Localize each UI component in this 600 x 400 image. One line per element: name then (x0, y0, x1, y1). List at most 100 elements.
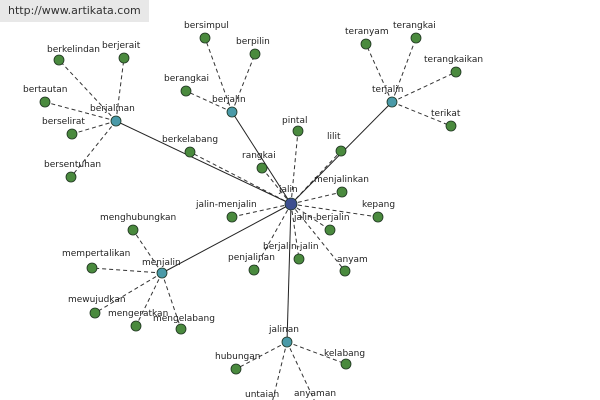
node-anyam[interactable] (339, 265, 351, 277)
label-teranyam[interactable]: teranyam (345, 27, 389, 37)
label-anyam[interactable]: anyam (337, 255, 368, 265)
node-kelabang[interactable] (340, 358, 352, 370)
node-terangkai[interactable] (410, 32, 422, 44)
edge-jalinan-kelabang (286, 341, 347, 365)
node-berjalin_jalin[interactable] (293, 253, 305, 265)
edge-jalin-jalinan (286, 203, 292, 343)
node-bersentuhan[interactable] (65, 171, 77, 183)
node-pintal[interactable] (292, 125, 304, 137)
node-mempertalikan[interactable] (86, 262, 98, 274)
label-berpilin[interactable]: berpilin (236, 37, 270, 47)
label-mengelabang[interactable]: mengelabang (153, 314, 215, 324)
node-lilit[interactable] (335, 145, 347, 157)
label-hubungan[interactable]: hubungan (215, 352, 260, 362)
node-menjalinkan[interactable] (336, 186, 348, 198)
edge-jalin-menjalinkan (290, 191, 343, 205)
edge-jalin-penjalinan (253, 203, 292, 271)
label-berkelindan[interactable]: berkelindan (47, 45, 100, 55)
label-berkelabang[interactable]: berkelabang (162, 135, 218, 145)
label-lilit[interactable]: lilit (327, 132, 341, 142)
edge-berjalin-bersimpul (204, 37, 233, 113)
label-jalin[interactable]: jalin (278, 185, 298, 195)
edge-jalin-berjalin_jalin (290, 203, 300, 260)
label-terjalin[interactable]: terjalin (372, 85, 404, 95)
edge-terjalin-teranyam (365, 43, 393, 103)
label-kelabang[interactable]: kelabang (324, 349, 365, 359)
label-anyaman[interactable]: anyaman (294, 389, 336, 399)
label-bertautan[interactable]: bertautan (23, 85, 67, 95)
node-terangkaikan[interactable] (450, 66, 462, 78)
node-mengelabang[interactable] (175, 323, 187, 335)
label-terikat[interactable]: terikat (431, 109, 461, 119)
edge-jalin-anyam (290, 203, 346, 272)
edge-jalin-lilit (290, 150, 342, 205)
edge-menjalin-mempertalikan (91, 267, 163, 274)
edge-berjalinan-bertautan (44, 101, 117, 122)
edge-terjalin-terangkaikan (391, 71, 457, 103)
node-hubungan[interactable] (230, 363, 242, 375)
edge-berjalin-berangkai (185, 90, 233, 113)
node-berkelabang[interactable] (184, 146, 196, 158)
edge-jalin-jalin_berjalin (290, 203, 331, 231)
label-rangkai[interactable]: rangkai (242, 151, 276, 161)
edge-menjalin-menghubungkan (132, 229, 163, 274)
node-rangkai[interactable] (256, 162, 268, 174)
label-bersimpul[interactable]: bersimpul (184, 21, 229, 31)
label-mempertalikan[interactable]: mempertalikan (62, 249, 130, 259)
edge-jalinan-hubungan (235, 341, 288, 370)
label-terangkaikan[interactable]: terangkaikan (424, 55, 483, 65)
label-berselirat[interactable]: berselirat (42, 117, 85, 127)
node-berjalin[interactable] (226, 106, 238, 118)
label-jalin_menjalin[interactable]: jalin-menjalin (195, 200, 257, 210)
edge-terjalin-terikat (391, 101, 452, 127)
label-jalinan[interactable]: jalinan (268, 325, 299, 335)
node-menghubungkan[interactable] (127, 224, 139, 236)
label-berjalinan[interactable]: berjalinan (90, 104, 135, 114)
node-mengeratkan[interactable] (130, 320, 142, 332)
label-menjalinkan[interactable]: menjalinkan (314, 175, 369, 185)
node-mewujudkan[interactable] (89, 307, 101, 319)
edge-jalinan-anyaman (286, 341, 315, 400)
node-jalinan[interactable] (281, 336, 293, 348)
node-jalin[interactable] (284, 197, 298, 211)
node-berjerait[interactable] (118, 52, 130, 64)
edge-berjalin-berpilin (231, 53, 256, 113)
label-berjalin_jalin[interactable]: berjalin-jalin (263, 242, 319, 252)
node-terikat[interactable] (445, 120, 457, 132)
label-mewujudkan[interactable]: mewujudkan (68, 295, 126, 305)
node-jalin_menjalin[interactable] (226, 211, 238, 223)
edge-menjalin-mengelabang (161, 272, 182, 330)
label-jalin_berjalin[interactable]: jalin-berjalin (293, 213, 350, 223)
label-menghubungkan[interactable]: menghubungkan (100, 213, 176, 223)
edge-jalin-berjalin (231, 111, 292, 205)
edge-berjalinan-bersentuhan (70, 120, 117, 178)
nodes-layer (39, 32, 462, 375)
node-terjalin[interactable] (386, 96, 398, 108)
edge-jalin-rangkai (261, 167, 292, 205)
label-mengeratkan[interactable]: mengeratkan (108, 309, 168, 319)
label-berjalin[interactable]: berjalin (212, 95, 246, 105)
edge-berjalinan-berjerait (115, 57, 125, 122)
node-jalin_berjalin[interactable] (324, 224, 336, 236)
node-teranyam[interactable] (360, 38, 372, 50)
node-kepang[interactable] (372, 211, 384, 223)
label-bersentuhan[interactable]: bersentuhan (44, 160, 101, 170)
node-berpilin[interactable] (249, 48, 261, 60)
label-kepang[interactable]: kepang (362, 200, 395, 210)
node-menjalin[interactable] (156, 267, 168, 279)
node-bertautan[interactable] (39, 96, 51, 108)
label-berjerait[interactable]: berjerait (102, 41, 141, 51)
label-pintal[interactable]: pintal (282, 116, 307, 126)
node-berjalinan[interactable] (110, 115, 122, 127)
label-berangkai[interactable]: berangkai (164, 74, 209, 84)
node-berselirat[interactable] (66, 128, 78, 140)
label-terangkai[interactable]: terangkai (393, 21, 436, 31)
label-untaian[interactable]: untaian (245, 390, 279, 400)
label-penjalinan[interactable]: penjalinan (228, 253, 275, 263)
node-penjalinan[interactable] (248, 264, 260, 276)
node-bersimpul[interactable] (199, 32, 211, 44)
node-berangkai[interactable] (180, 85, 192, 97)
label-menjalin[interactable]: menjalin (142, 258, 181, 268)
node-berkelindan[interactable] (53, 54, 65, 66)
